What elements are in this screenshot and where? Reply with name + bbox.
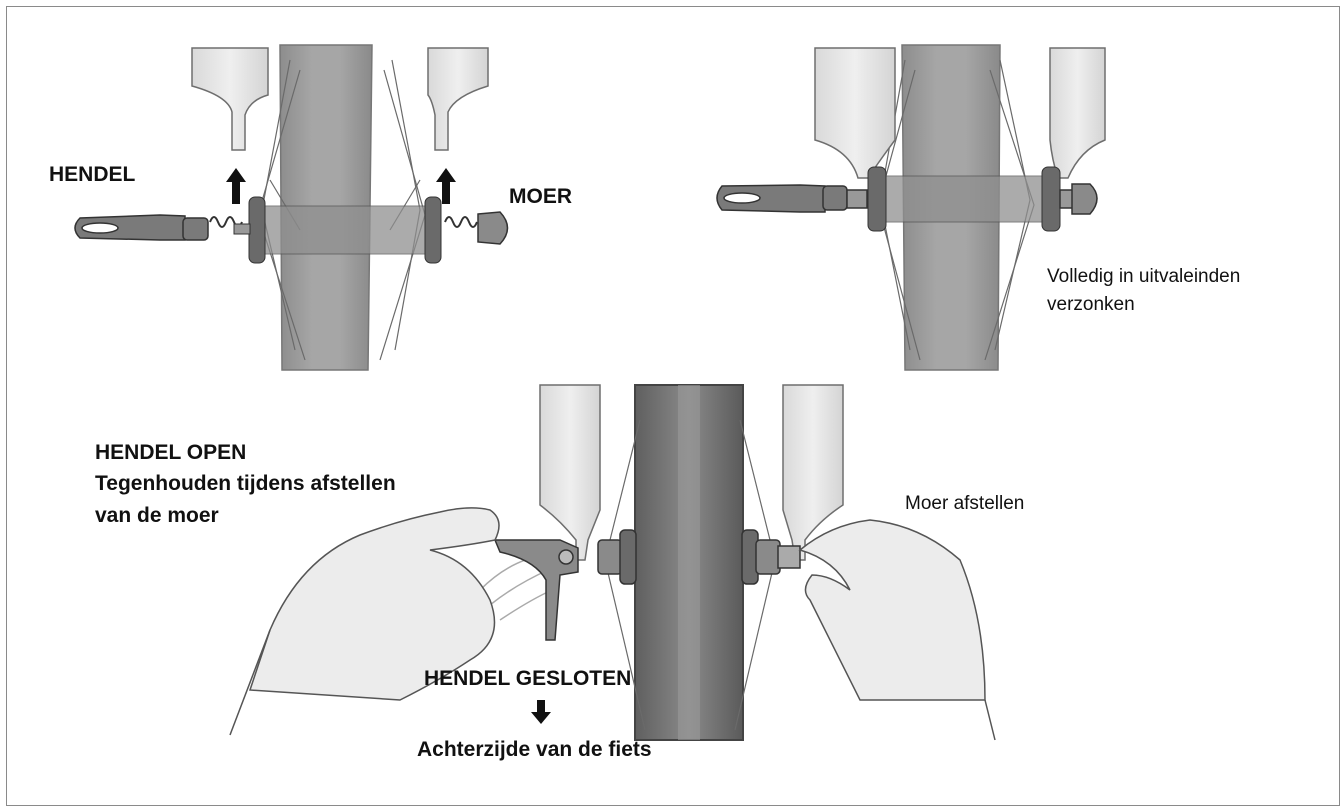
panel-separated	[75, 45, 508, 370]
label-moer: MOER	[509, 184, 572, 209]
quick-release-illustration	[0, 0, 1341, 788]
label-tegenhouden-line2: van de moer	[95, 503, 219, 528]
label-tegenhouden-line1: Tegenhouden tijdens afstellen	[95, 471, 396, 496]
label-hendel-gesloten: HENDEL GESLOTEN	[424, 666, 631, 691]
label-hendel-open: HENDEL OPEN	[95, 440, 246, 465]
label-volledig-line1: Volledig in uitvaleinden	[1047, 266, 1240, 289]
quick-release-lever	[495, 540, 578, 640]
panel-seated	[717, 45, 1105, 370]
hub-shell	[880, 176, 1050, 222]
spring-right	[445, 217, 477, 227]
down-arrow-icon	[531, 700, 551, 724]
label-volledig-line2: verzonken	[1047, 294, 1135, 317]
fork-leg-right	[1050, 48, 1105, 178]
right-hand	[800, 520, 985, 700]
fork-leg-left	[815, 48, 895, 178]
cropped-heading-remnant	[0, 0, 300, 2]
fork-leg-left	[192, 48, 268, 150]
quick-release-lever	[75, 215, 208, 240]
hub-flange-left	[249, 197, 265, 263]
fork-leg-left	[540, 385, 600, 560]
hub-flange-right	[1042, 167, 1060, 231]
skewer-left	[234, 224, 250, 234]
label-achterzijde: Achterzijde van de fiets	[417, 737, 652, 762]
hub-flange-right	[425, 197, 441, 263]
quick-release-nut	[1060, 184, 1097, 214]
label-hendel: HENDEL	[49, 162, 135, 187]
quick-release-nut	[478, 212, 508, 244]
fork-leg-right	[428, 48, 488, 150]
label-moer-afstellen: Moer afstellen	[905, 493, 1024, 516]
up-arrow-icon	[226, 168, 246, 204]
hub-flange-left	[868, 167, 886, 231]
quick-release-lever	[717, 185, 867, 212]
hub-shell	[262, 206, 427, 254]
